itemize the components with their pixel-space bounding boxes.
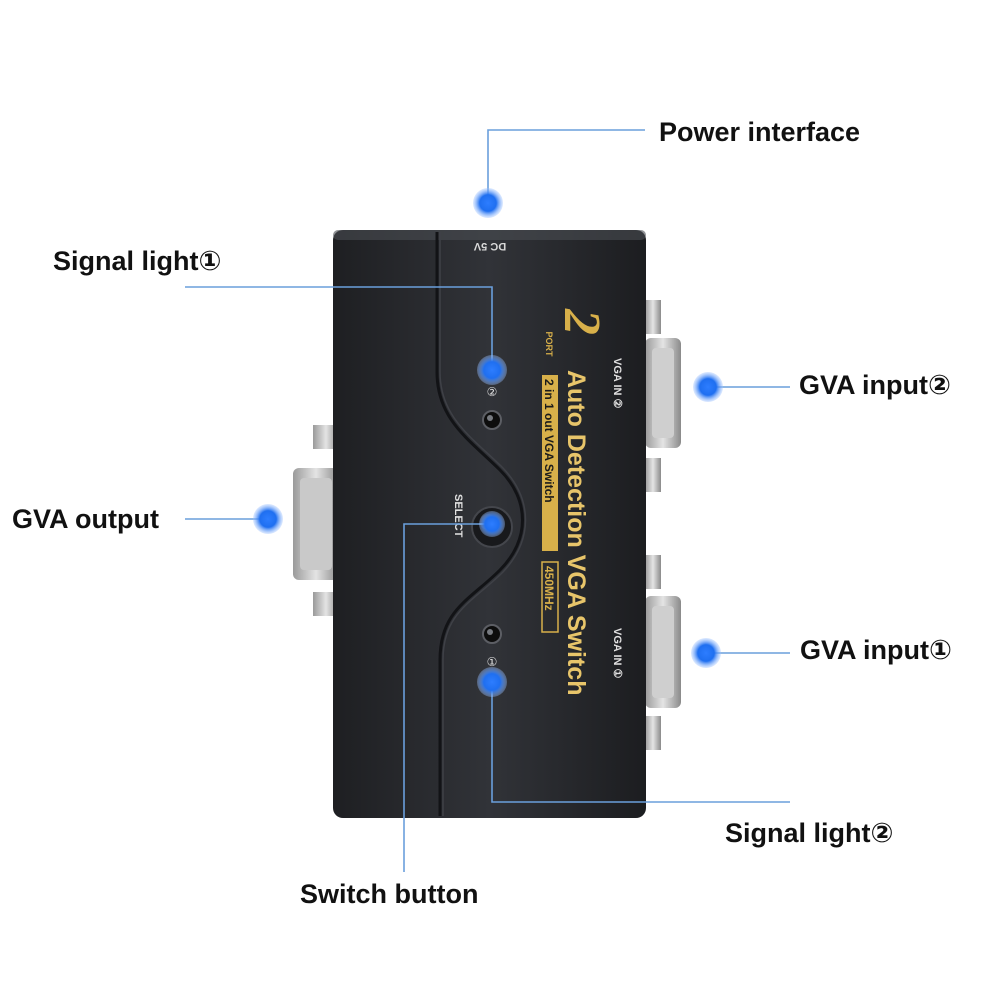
- callout-dots: [253, 188, 723, 697]
- switch-button-line: [403, 523, 492, 872]
- gva-output-dot: [253, 504, 283, 534]
- gva-input-2-dot: [693, 372, 723, 402]
- power-interface-label: Power interface: [659, 117, 861, 147]
- port2-label: VGA IN ②: [611, 358, 623, 409]
- led1-mark: ①: [487, 655, 498, 669]
- signal-light-1-dot: [477, 355, 507, 385]
- signal-light-1-line: [185, 286, 493, 370]
- dc-label: DC 5V: [473, 240, 506, 252]
- vga-output-connector: [293, 425, 339, 616]
- switch-button-dot: [479, 511, 505, 537]
- model-subtitle: 2 in 1 out VGA Switch: [542, 379, 556, 503]
- gva-output-label: GVA output: [12, 504, 159, 534]
- signal-light-2-label: Signal light②: [725, 818, 894, 848]
- signal-light-2-dot: [477, 667, 507, 697]
- switch-button-label: Switch button: [300, 879, 479, 909]
- brand-word: PORT: [544, 331, 554, 357]
- vga-input-2-connector: [645, 300, 681, 492]
- gva-input-1-dot: [691, 638, 721, 668]
- model-title: Auto Detection VGA Switch: [562, 370, 590, 695]
- select-label: SELECT: [452, 494, 464, 538]
- signal-light-2-line: [491, 682, 790, 803]
- signal-light-2-led: [482, 410, 502, 430]
- callout-lines: [185, 129, 790, 872]
- signal-light-1-label: Signal light①: [53, 246, 222, 276]
- port1-label: VGA IN ①: [611, 628, 623, 679]
- vga-input-1-connector: [645, 555, 681, 750]
- power-interface-dot: [473, 188, 503, 218]
- led2-mark: ②: [487, 385, 498, 399]
- gva-input-2-label: GVA input②: [799, 370, 951, 400]
- signal-light-1-led: [482, 624, 502, 644]
- device-markings: DC 5V 2 PORT Auto Detection VGA Switch 2…: [452, 240, 623, 695]
- bandwidth-label: 450MHz: [542, 566, 556, 611]
- brand-number: 2: [553, 308, 610, 335]
- gva-input-1-label: GVA input①: [800, 635, 952, 665]
- power-interface-line: [487, 129, 645, 203]
